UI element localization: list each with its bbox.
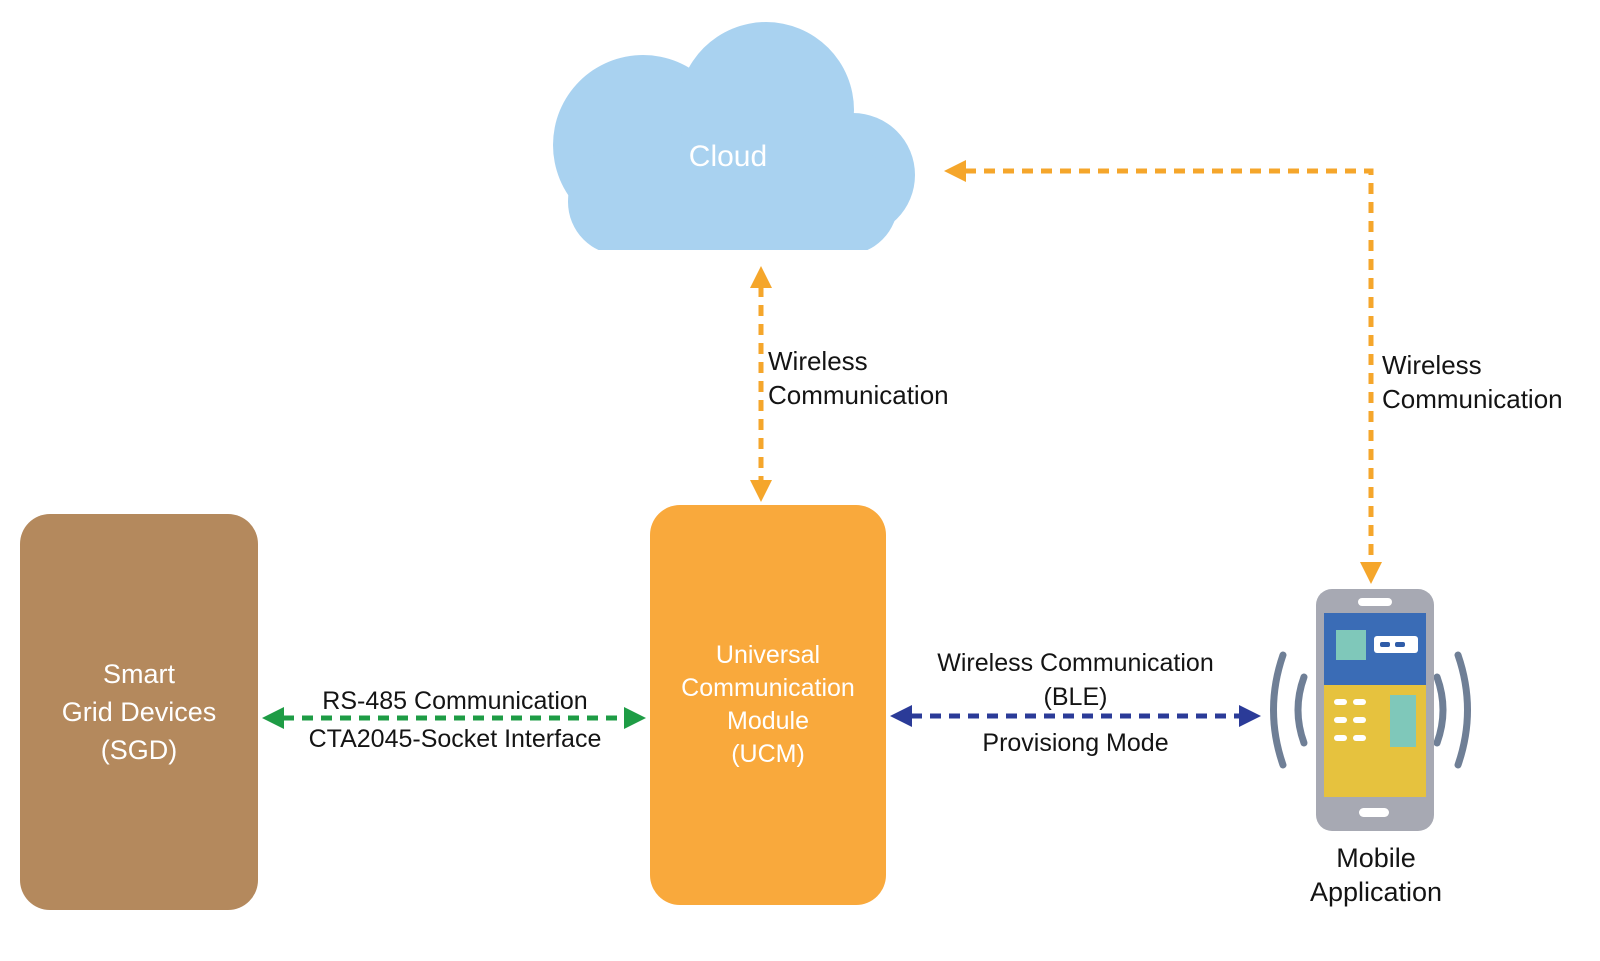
arrowhead-down-icon xyxy=(750,480,772,502)
sgd-label-line-2: Grid Devices xyxy=(61,697,217,727)
phone-keypad-dashes xyxy=(1334,699,1366,741)
sgd-label-line-1: Smart xyxy=(102,659,175,689)
ucm-label-line-4: (UCM) xyxy=(731,740,805,768)
mobile-node xyxy=(1263,585,1478,835)
cloud-shape xyxy=(553,22,915,250)
edge-label-sgd-ucm-below: CTA2045-Socket Interface xyxy=(308,725,602,753)
arrowhead-down-icon xyxy=(1360,562,1382,584)
sgd-label-line-3: (SGD) xyxy=(100,735,178,765)
cloud-node-label: Cloud xyxy=(688,140,768,173)
ucm-node: Universal Communication Module (UCM) xyxy=(650,505,886,905)
edge-label-ucm-mobile-below: Provisiong Mode xyxy=(982,729,1169,757)
edge-label-cloud-ucm-line-2: Communication xyxy=(768,380,949,410)
mobile-phone-icon xyxy=(1270,589,1471,831)
edge-label-cloud-mobile-line-2: Communication xyxy=(1382,384,1563,414)
edge-label-ucm-mobile-line-1: Wireless Communication xyxy=(937,649,1214,677)
cloud-node: Cloud xyxy=(538,10,918,250)
edge-label-ucm-mobile-line-2: (BLE) xyxy=(1043,683,1108,711)
cloud-icon xyxy=(553,22,915,250)
edge-cloud-mobile xyxy=(944,160,1382,584)
mobile-node-label: Mobile Application xyxy=(1270,841,1482,909)
phone-speaker xyxy=(1358,598,1392,606)
signal-waves-icon xyxy=(1270,651,1471,769)
edge-label-cloud-mobile: Wireless Communication xyxy=(1382,348,1563,416)
edge-cloud-mobile-line xyxy=(965,168,1374,563)
arrowhead-left-icon xyxy=(944,160,966,182)
edge-label-cloud-ucm: Wireless Communication xyxy=(768,344,949,412)
phone-screen-tile xyxy=(1336,630,1366,660)
edge-label-ucm-mobile-above: Wireless Communication (BLE) xyxy=(898,646,1253,714)
mobile-label-line-2: Application xyxy=(1309,877,1443,907)
arrowhead-up-icon xyxy=(750,266,772,288)
edge-label-sgd-ucm-above: RS-485 Communication xyxy=(322,687,588,715)
mobile-label-line-1: Mobile xyxy=(1336,843,1416,873)
ucm-label-line-3: Module xyxy=(727,707,809,735)
phone-home-button xyxy=(1359,808,1389,817)
sgd-node-label: Smart Grid Devices (SGD) xyxy=(62,655,217,769)
sgd-node: Smart Grid Devices (SGD) xyxy=(20,514,258,910)
edge-label-cloud-ucm-line-1: Wireless xyxy=(768,346,868,376)
ucm-node-label: Universal Communication Module (UCM) xyxy=(681,639,855,771)
ucm-label-line-1: Universal xyxy=(715,641,821,669)
ucm-label-line-2: Communication xyxy=(681,674,855,702)
edge-label-cloud-mobile-line-1: Wireless xyxy=(1382,350,1482,380)
phone-screen-bar-dashes xyxy=(1380,642,1405,647)
phone-keypad-panel xyxy=(1390,695,1416,747)
